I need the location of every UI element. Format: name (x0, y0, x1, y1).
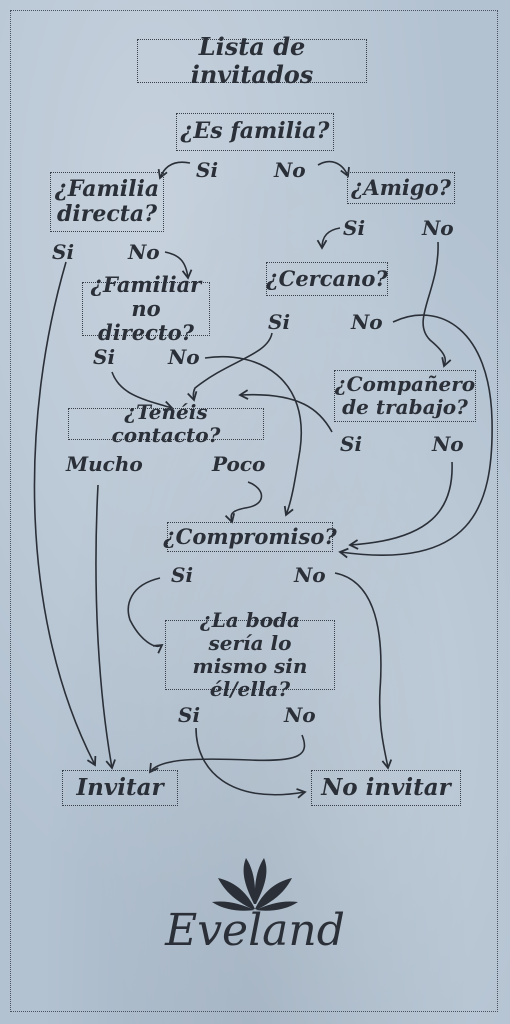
arrow-compromiso-si (127, 577, 164, 654)
arrow-familia-si (157, 161, 191, 180)
arrow-amigo-si (316, 227, 341, 250)
arrow-contacto-mucho (95, 484, 116, 770)
arrow-directa-si (33, 261, 97, 767)
label-boda-no: No (284, 703, 316, 727)
brand-name: Eveland (165, 905, 345, 956)
label-contacto-poco: Poco (212, 452, 266, 476)
label-familia-no: No (274, 158, 306, 182)
node-es-familia: ¿Es familia? (176, 113, 334, 151)
arrow-directa-no (164, 251, 193, 280)
label-cercano-no: No (351, 310, 383, 334)
label-companero-no: No (432, 432, 464, 456)
title-box: Lista de invitados (137, 33, 367, 88)
node-cercano: ¿Cercano? (266, 262, 388, 296)
arrow-amigo-no (422, 241, 452, 368)
arrow-nodirecto-si (111, 371, 174, 411)
label-amigo-no: No (422, 216, 454, 240)
node-familia-directa: ¿Familia directa? (50, 172, 164, 232)
arrow-boda-no (148, 734, 306, 774)
arrow-boda-si (195, 727, 307, 799)
label-nodirecto-no: No (168, 345, 200, 369)
arrow-familia-no (317, 160, 350, 178)
node-companero: ¿Compañero de trabajo? (334, 370, 476, 422)
arrow-cercano-no (338, 314, 493, 559)
arrow-compromiso-no (334, 572, 393, 770)
label-boda-si: Si (178, 703, 201, 727)
label-contacto-mucho: Mucho (66, 452, 143, 476)
node-compromiso: ¿Compromiso? (163, 522, 337, 552)
label-cercano-si: Si (268, 310, 291, 334)
arrow-cercano-si (187, 332, 273, 402)
label-nodirecto-si: Si (93, 345, 116, 369)
label-directa-si: Si (52, 240, 75, 264)
label-familia-si: Si (196, 158, 219, 182)
label-compromiso-no: No (294, 563, 326, 587)
node-familiar-no-directo: ¿Familiar no directo? (82, 272, 210, 345)
node-contacto: ¿Tenéis contacto? (68, 401, 264, 447)
butterfly-logo (212, 858, 298, 911)
page-frame (10, 10, 498, 1012)
node-invitar: Invitar (62, 770, 178, 806)
node-amigo: ¿Amigo? (347, 172, 455, 204)
arrow-nodirecto-no (204, 356, 303, 517)
node-boda: ¿La boda sería lo mismo sin él/ella? (165, 609, 335, 701)
label-companero-si: Si (340, 432, 363, 456)
arrow-companero-no (348, 461, 453, 550)
arrow-companero-si (238, 389, 333, 433)
label-compromiso-si: Si (171, 563, 194, 587)
node-no-invitar: No invitar (311, 770, 461, 806)
label-amigo-si: Si (343, 216, 366, 240)
label-directa-no: No (128, 240, 160, 264)
arrow-contacto-poco (224, 481, 263, 524)
